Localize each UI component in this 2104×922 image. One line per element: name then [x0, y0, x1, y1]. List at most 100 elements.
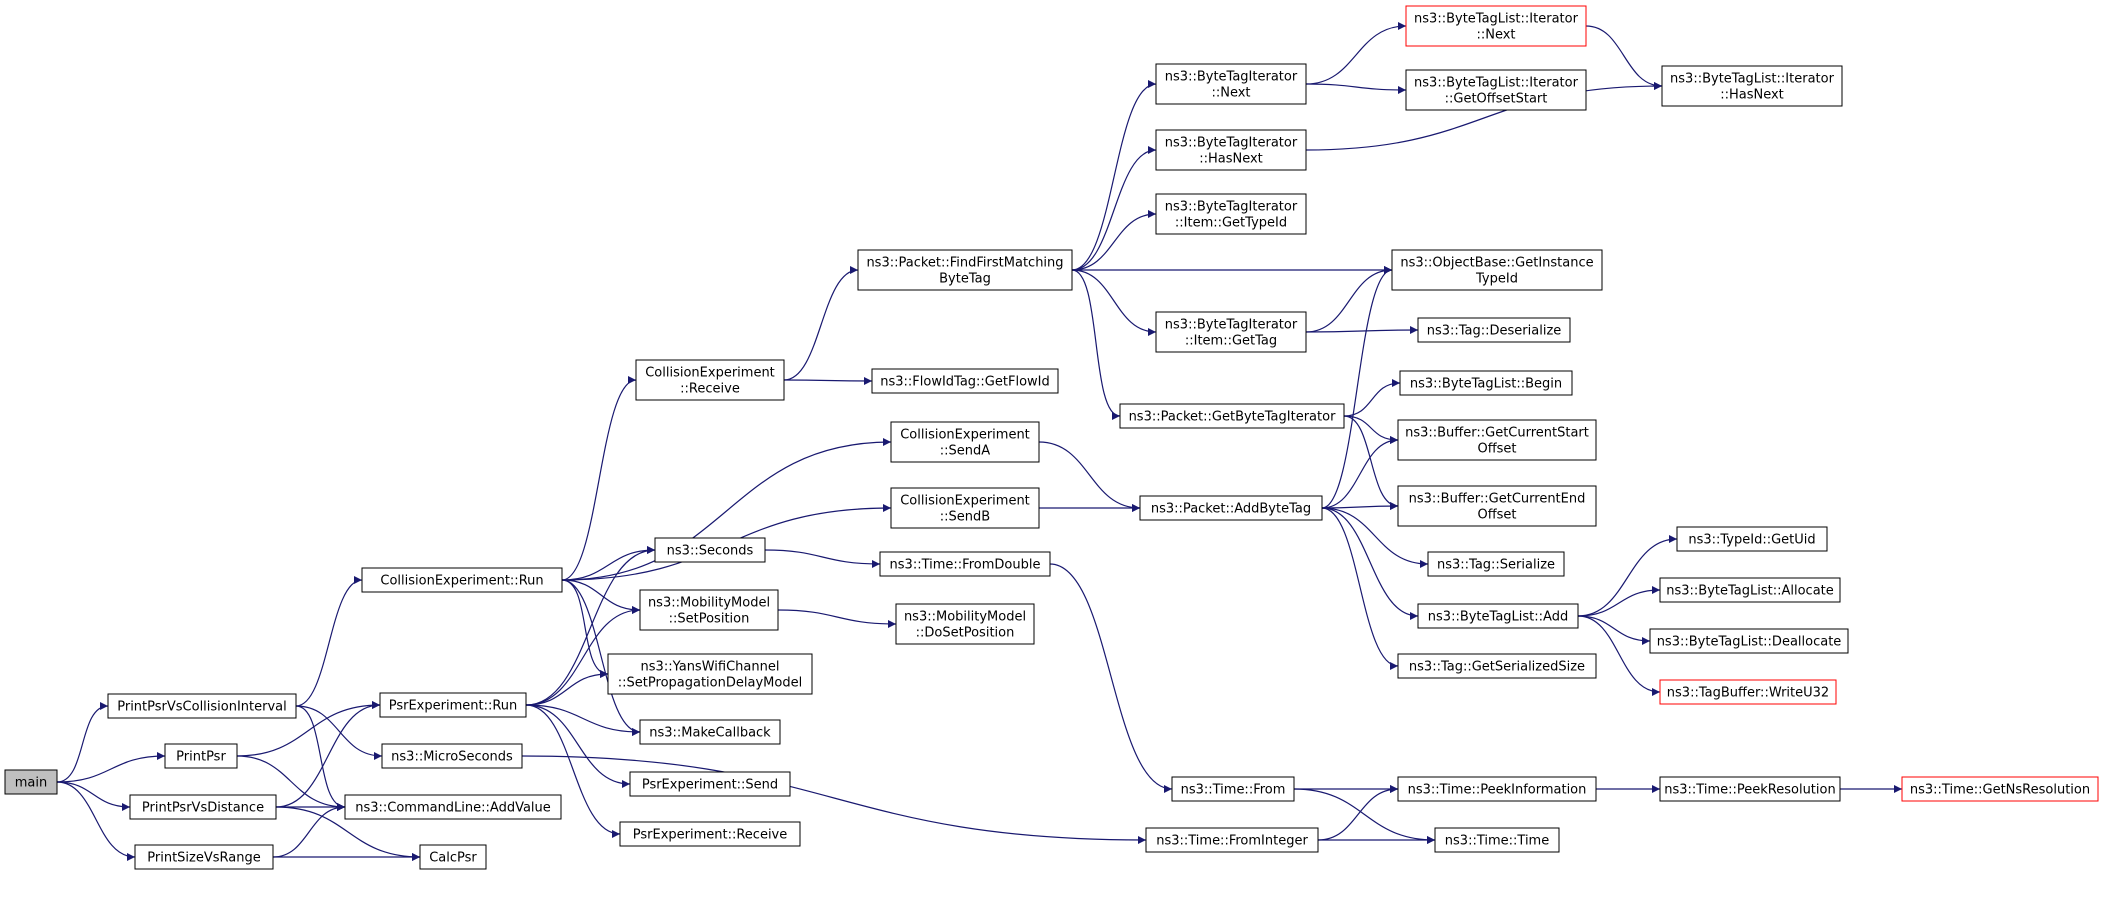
edge-psr-experiment-run-to-yans-set-propagation — [525, 670, 609, 706]
edge-collision-experiment-receive-to-flow-id-tag — [783, 376, 873, 385]
node-time-from[interactable]: ns3::Time::From — [1171, 776, 1295, 802]
edge-find-first-matching-to-get-byte-tag-iterator — [1071, 269, 1121, 420]
node-time-from-integer[interactable]: ns3::Time::FromInteger — [1145, 827, 1319, 853]
node-label: ns3::Time::GetNsResolution — [1910, 783, 2090, 798]
node-label: ns3::MakeCallback — [649, 726, 771, 741]
edge-psr-experiment-run-to-psr-experiment-receive — [525, 704, 621, 838]
edge-psr-experiment-run-to-mobility-model-set-position — [525, 606, 641, 706]
node-add-byte-tag[interactable]: ns3::Packet::AddByteTag — [1139, 495, 1323, 521]
edge-btl-add-to-btl-allocate — [1577, 586, 1661, 617]
node-box — [1405, 5, 1587, 47]
node-collision-experiment-run[interactable]: CollisionExperiment::Run — [361, 567, 563, 593]
node-micro-seconds[interactable]: ns3::MicroSeconds — [381, 743, 523, 769]
node-box — [1397, 776, 1597, 802]
node-tag-deserialize[interactable]: ns3::Tag::Deserialize — [1417, 317, 1571, 343]
edge-find-first-matching-to-bti-item-get-type-id — [1071, 210, 1157, 271]
node-print-psr[interactable]: PrintPsr — [164, 743, 238, 769]
node-bti-next[interactable]: ns3::ByteTagIterator::Next — [1155, 63, 1307, 105]
node-print-size-vs-range[interactable]: PrintSizeVsRange — [134, 844, 274, 870]
edge-time-from-double-to-time-from — [1049, 563, 1173, 793]
node-time-peek-information[interactable]: ns3::Time::PeekInformation — [1397, 776, 1597, 802]
node-label: ns3::CommandLine::AddValue — [355, 801, 551, 816]
node-label: ns3::ByteTagList::Add — [1428, 610, 1568, 625]
node-main[interactable]: main — [4, 769, 58, 795]
node-print-psr-vs-distance[interactable]: PrintPsrVsDistance — [129, 794, 277, 820]
node-get-byte-tag-iterator[interactable]: ns3::Packet::GetByteTagIterator — [1119, 403, 1345, 429]
edge-print-psr-vs-distance-to-psr-experiment-run — [275, 701, 381, 808]
node-btl-add[interactable]: ns3::ByteTagList::Add — [1417, 603, 1579, 629]
node-bti-has-next[interactable]: ns3::ByteTagIterator::HasNext — [1155, 129, 1307, 171]
nodes-layer: mainPrintPsrVsCollisionIntervalPrintPsrP… — [4, 5, 2099, 870]
node-box — [381, 743, 523, 769]
node-send-b[interactable]: CollisionExperiment::SendB — [890, 487, 1040, 529]
node-mobility-model-set-position[interactable]: ns3::MobilityModel::SetPosition — [639, 589, 779, 631]
node-tag-get-serialized-size[interactable]: ns3::Tag::GetSerializedSize — [1397, 653, 1597, 679]
node-label: ::Item::GetTypeId — [1175, 216, 1287, 231]
edge-bti-next-to-btl-iter-get-offset-start — [1305, 83, 1407, 94]
node-box — [879, 551, 1051, 577]
node-send-a[interactable]: CollisionExperiment::SendA — [890, 421, 1040, 463]
node-box — [1427, 551, 1565, 577]
node-time-get-ns-resolution[interactable]: ns3::Time::GetNsResolution — [1901, 776, 2099, 802]
node-box — [1417, 603, 1579, 629]
node-psr-experiment-send[interactable]: PsrExperiment::Send — [629, 771, 791, 797]
node-seconds[interactable]: ns3::Seconds — [654, 537, 766, 563]
edge-time-from-to-time-time — [1293, 788, 1436, 844]
node-do-set-position[interactable]: ns3::MobilityModel::DoSetPosition — [895, 603, 1035, 645]
node-btl-deallocate[interactable]: ns3::ByteTagList::Deallocate — [1649, 628, 1849, 654]
node-label: ns3::MobilityModel — [648, 596, 770, 611]
node-label: ns3::Time::PeekInformation — [1408, 783, 1587, 798]
node-time-peek-resolution[interactable]: ns3::Time::PeekResolution — [1659, 776, 1841, 802]
node-box — [639, 589, 779, 631]
edge-get-byte-tag-iterator-to-buffer-get-current-end-offset — [1343, 415, 1399, 510]
node-box — [1659, 679, 1837, 705]
node-calc-psr[interactable]: CalcPsr — [419, 844, 487, 870]
node-bti-item-get-type-id[interactable]: ns3::ByteTagIterator::Item::GetTypeId — [1155, 193, 1307, 235]
edge-bti-item-get-tag-to-tag-deserialize — [1305, 326, 1419, 335]
node-box — [1155, 129, 1307, 171]
node-collision-experiment-receive[interactable]: CollisionExperiment::Receive — [635, 359, 785, 401]
node-bti-item-get-tag[interactable]: ns3::ByteTagIterator::Item::GetTag — [1155, 311, 1307, 353]
node-btl-iter-next[interactable]: ns3::ByteTagList::Iterator::Next — [1405, 5, 1587, 47]
node-btl-allocate[interactable]: ns3::ByteTagList::Allocate — [1659, 577, 1841, 603]
node-btl-begin[interactable]: ns3::ByteTagList::Begin — [1399, 370, 1573, 396]
node-make-callback[interactable]: ns3::MakeCallback — [639, 719, 781, 745]
node-tag-buffer-write-u32[interactable]: ns3::TagBuffer::WriteU32 — [1659, 679, 1837, 705]
node-print-psr-vs-collision-interval[interactable]: PrintPsrVsCollisionInterval — [107, 693, 297, 719]
node-label: ns3::ByteTagIterator — [1165, 318, 1298, 333]
node-box — [1145, 827, 1319, 853]
node-label: ::Next — [1476, 28, 1515, 43]
node-command-line-add-value[interactable]: ns3::CommandLine::AddValue — [344, 794, 562, 820]
node-label: ::Receive — [680, 382, 740, 397]
node-btl-iter-has-next[interactable]: ns3::ByteTagList::Iterator::HasNext — [1661, 65, 1843, 107]
node-box — [1661, 65, 1843, 107]
node-time-time[interactable]: ns3::Time::Time — [1434, 827, 1560, 853]
node-yans-set-propagation[interactable]: ns3::YansWifiChannel::SetPropagationDela… — [607, 653, 813, 695]
edge-print-psr-vs-distance-to-calc-psr — [275, 806, 421, 861]
node-label: ns3::Time::Time — [1445, 834, 1549, 849]
node-tag-serialize[interactable]: ns3::Tag::Serialize — [1427, 551, 1565, 577]
node-flow-id-tag[interactable]: ns3::FlowIdTag::GetFlowId — [871, 368, 1059, 394]
node-psr-experiment-receive[interactable]: PsrExperiment::Receive — [619, 821, 801, 847]
edge-print-size-vs-range-to-command-line-add-value — [272, 803, 346, 858]
node-label: ::Next — [1211, 86, 1250, 101]
node-label: PsrExperiment::Receive — [633, 828, 788, 843]
node-box — [1155, 193, 1307, 235]
node-type-id-get-uid[interactable]: ns3::TypeId::GetUid — [1676, 526, 1828, 552]
edge-print-psr-vs-collision-interval-to-collision-experiment-run — [295, 576, 363, 707]
node-time-from-double[interactable]: ns3::Time::FromDouble — [879, 551, 1051, 577]
node-label: ns3::Tag::Deserialize — [1427, 324, 1562, 339]
edge-main-to-print-psr — [56, 752, 166, 783]
node-btl-iter-get-offset-start[interactable]: ns3::ByteTagList::Iterator::GetOffsetSta… — [1405, 69, 1587, 111]
node-label: ns3::TypeId::GetUid — [1688, 533, 1815, 548]
edge-print-psr-to-psr-experiment-run — [236, 701, 381, 757]
node-box — [1397, 653, 1597, 679]
node-label: main — [15, 776, 47, 791]
node-label: ns3::ByteTagList::Iterator — [1414, 76, 1579, 91]
node-psr-experiment-run[interactable]: PsrExperiment::Run — [379, 692, 527, 718]
node-label: ns3::Tag::Serialize — [1437, 558, 1555, 573]
